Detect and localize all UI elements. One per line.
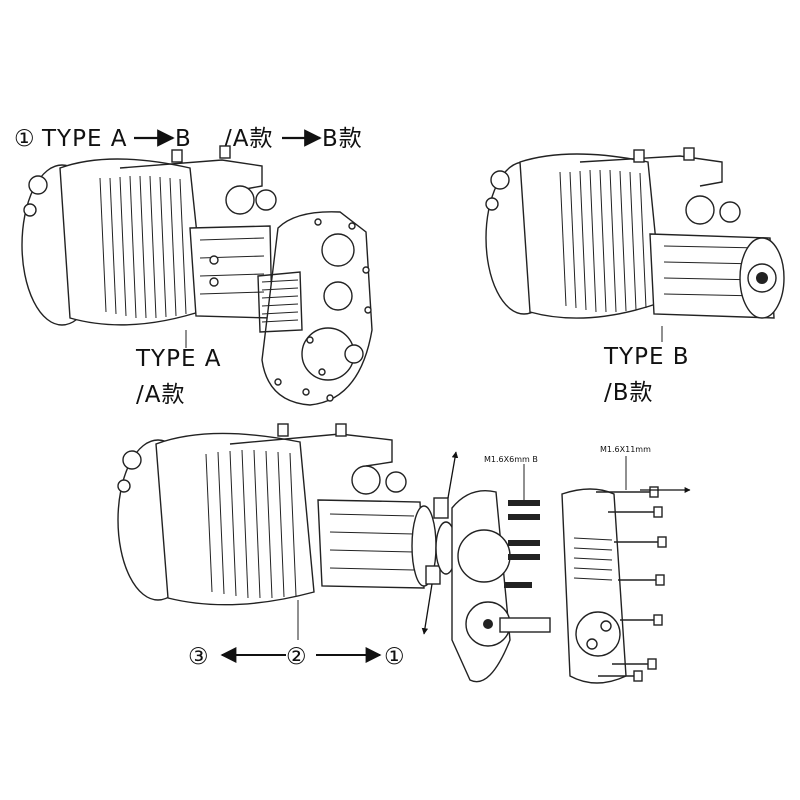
screw-short-label: M1.6X6mm B xyxy=(484,455,538,464)
gear-plate-inner-gear xyxy=(457,529,511,583)
pinion-gear xyxy=(433,497,449,519)
gearbox-b-output-shaft xyxy=(756,272,768,284)
long-screws xyxy=(596,486,667,682)
figure-a-label-en: TYPE A xyxy=(135,346,222,372)
screw-long-label: M1.6X11mm xyxy=(600,445,651,454)
short-screws xyxy=(504,500,540,588)
figure-type-a: TYPE A /A款 xyxy=(21,145,373,408)
step-header: ① TYPE A B /A款 B款 xyxy=(14,126,363,152)
motor-a-bracket xyxy=(119,159,263,191)
step-markers: ③ ② ① xyxy=(188,600,406,670)
gearbox-a-gear-top xyxy=(321,233,355,267)
motor-a-mount-lug xyxy=(28,175,48,195)
figure-b-label-en: TYPE B xyxy=(603,344,690,370)
gearbox-a-output-shaft xyxy=(344,344,364,364)
motor-c-coupling xyxy=(317,499,425,589)
header-type-from: TYPE A xyxy=(41,126,128,152)
figure-a-label-cn: /A款 xyxy=(136,382,185,408)
gear-cover-outer-flange xyxy=(575,611,621,657)
step-marker-left: ③ xyxy=(188,644,210,670)
gear-plate-inner xyxy=(451,490,511,683)
step-marker-mid: ② xyxy=(286,644,308,670)
header-cn-to: B款 xyxy=(322,126,363,152)
figure-type-b: TYPE B /B款 xyxy=(485,147,785,406)
header-type-to: B xyxy=(175,126,192,152)
step-marker-right: ① xyxy=(384,644,406,670)
header-cn-from: /A款 xyxy=(224,126,273,152)
pinion-arrow-down xyxy=(421,583,433,635)
pinion-arrow-up xyxy=(447,451,459,499)
motor-c-body xyxy=(155,432,315,606)
header-step-marker: ① xyxy=(14,126,36,152)
figure-b-label-cn: /B款 xyxy=(604,380,654,406)
exploded-view: M1.6X6mm B M1.6X11mm xyxy=(117,423,691,684)
output-shaft xyxy=(499,617,551,633)
